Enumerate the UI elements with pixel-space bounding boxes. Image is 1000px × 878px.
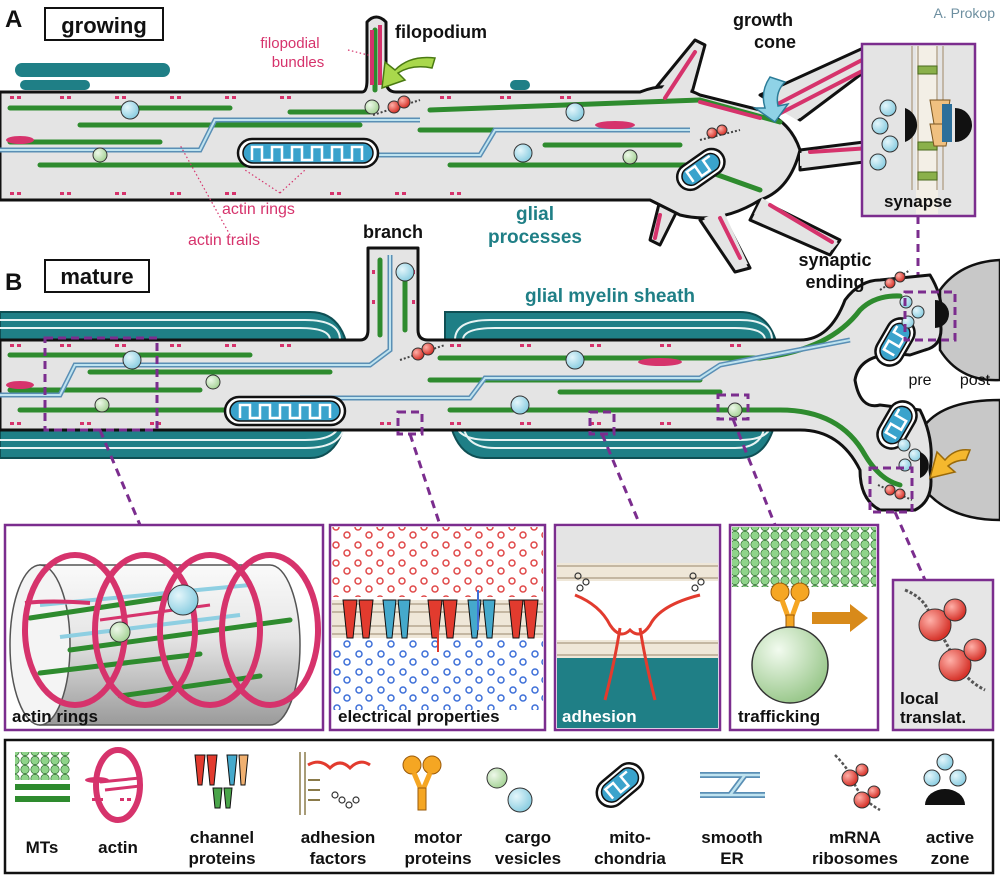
- label-glial: glial: [516, 204, 554, 225]
- legend-adhesion-label-2: factors: [310, 849, 367, 868]
- smooth-er-b: [0, 255, 851, 401]
- label-post: post: [960, 372, 991, 389]
- legend-er-icon: [700, 772, 765, 798]
- inset-local-label: local: [900, 689, 939, 708]
- panel-b-title-box: [44, 259, 150, 293]
- inset-translat-label: translat.: [900, 708, 966, 727]
- legend-active-zone-icon: [923, 753, 967, 805]
- label-filopodium: filopodium: [395, 22, 487, 42]
- synaptic-arrow: [928, 448, 972, 480]
- inset-trafficking: trafficking: [728, 523, 880, 732]
- legend-er-label-2: ER: [720, 849, 744, 868]
- ribosomes-b: [399, 269, 913, 501]
- legend-cargo-label-1: cargo: [505, 828, 551, 847]
- inset-actin-rings-label: actin rings: [12, 707, 98, 726]
- filopodium-arrow: [381, 56, 436, 90]
- active-zone-upper: [935, 300, 949, 328]
- inset-electrical-label: electrical properties: [338, 707, 500, 726]
- legend-cargo-label-2: vesicles: [495, 849, 561, 868]
- label-actin-rings: actin rings: [222, 201, 295, 218]
- label-actin-trails: actin trails: [188, 232, 260, 249]
- legend-adhesion-label-1: adhesion: [301, 828, 376, 847]
- legend-channel-label-2: proteins: [188, 849, 255, 868]
- label-myelin: glial myelin sheath: [525, 286, 695, 307]
- legend-cargo-icon: [486, 767, 533, 813]
- panel-a: A growing filopodial bundles filopodium …: [0, 6, 882, 274]
- legend-motor-icon: [402, 755, 442, 811]
- legend-active-zone-label-1: active: [926, 828, 974, 847]
- legend-ribosome-icon: [834, 754, 881, 812]
- label-cone: cone: [754, 32, 796, 52]
- growth-cone-arrow: [752, 76, 790, 124]
- inset-trafficking-label: trafficking: [738, 707, 820, 726]
- panel-a-title-box: [44, 7, 164, 41]
- panel-a-title: growing: [61, 13, 147, 38]
- inset-actin-rings: actin rings: [3, 523, 325, 732]
- label-ending: ending: [806, 272, 865, 292]
- legend-mts-label: MTs: [26, 838, 59, 857]
- label-filopodial: filopodial: [260, 35, 319, 52]
- legend-ribosome-label-2: ribosomes: [812, 849, 898, 868]
- active-zone-lower: [920, 452, 929, 478]
- label-growth: growth: [733, 10, 793, 30]
- mitochondrion-b3: [876, 400, 918, 450]
- legend-mito-label-2: chondria: [594, 849, 666, 868]
- mitochondrion-b1: [223, 395, 347, 427]
- author-credit: A. Prokop: [934, 5, 996, 21]
- inset-adhesion: adhesion: [553, 523, 722, 732]
- synapse-inset: synapse: [860, 42, 977, 292]
- legend-channel-icon: [194, 754, 249, 809]
- vesicles-b: [94, 262, 925, 472]
- panel-a-letter: A: [5, 6, 22, 33]
- inset-electrical-properties: electrical properties: [328, 523, 547, 732]
- panel-b: B mature branch glial myelin sheath syna…: [0, 222, 1000, 581]
- synapse-label: synapse: [884, 192, 952, 211]
- growing-axon: [0, 15, 802, 220]
- legend: MTs actin channel proteins adhesion fact…: [3, 738, 995, 875]
- label-branch: branch: [363, 222, 423, 242]
- ribosomes-a: [372, 95, 741, 141]
- legend-ribosome-label-1: mRNA: [829, 828, 881, 847]
- actin-a: [6, 25, 635, 195]
- inset-adhesion-label: adhesion: [562, 707, 637, 726]
- mitochondrion-a1: [236, 137, 380, 169]
- legend-mito-label-1: mito-: [609, 828, 651, 847]
- legend-actin-label: actin: [98, 838, 138, 857]
- label-bundles: bundles: [272, 54, 325, 71]
- label-synaptic: synaptic: [798, 250, 871, 270]
- filopodial-actin-bundles: [653, 50, 872, 260]
- legend-active-zone-label-2: zone: [931, 849, 970, 868]
- legend-mito-icon: [595, 762, 645, 808]
- legend-motor-label-2: proteins: [404, 849, 471, 868]
- label-pointers-a: [179, 49, 373, 236]
- zoom-connectors: [98, 418, 927, 581]
- mitochondrion-a2: [675, 147, 726, 192]
- legend-mts-icon: [15, 752, 70, 802]
- legend-adhesion-icon: [299, 752, 371, 815]
- panel-b-letter: B: [5, 269, 22, 296]
- panel-b-title: mature: [60, 264, 133, 289]
- legend-actin-icon: [85, 747, 143, 823]
- legend-channel-label-1: channel: [190, 828, 254, 847]
- legend-motor-label-1: motor: [414, 828, 463, 847]
- label-processes: processes: [488, 227, 582, 248]
- actin-b: [6, 270, 741, 425]
- inset-local-translation: local translat.: [891, 578, 995, 732]
- vesicles-a: [92, 99, 638, 165]
- label-pre: pre: [908, 372, 931, 389]
- legend-er-label-1: smooth: [701, 828, 762, 847]
